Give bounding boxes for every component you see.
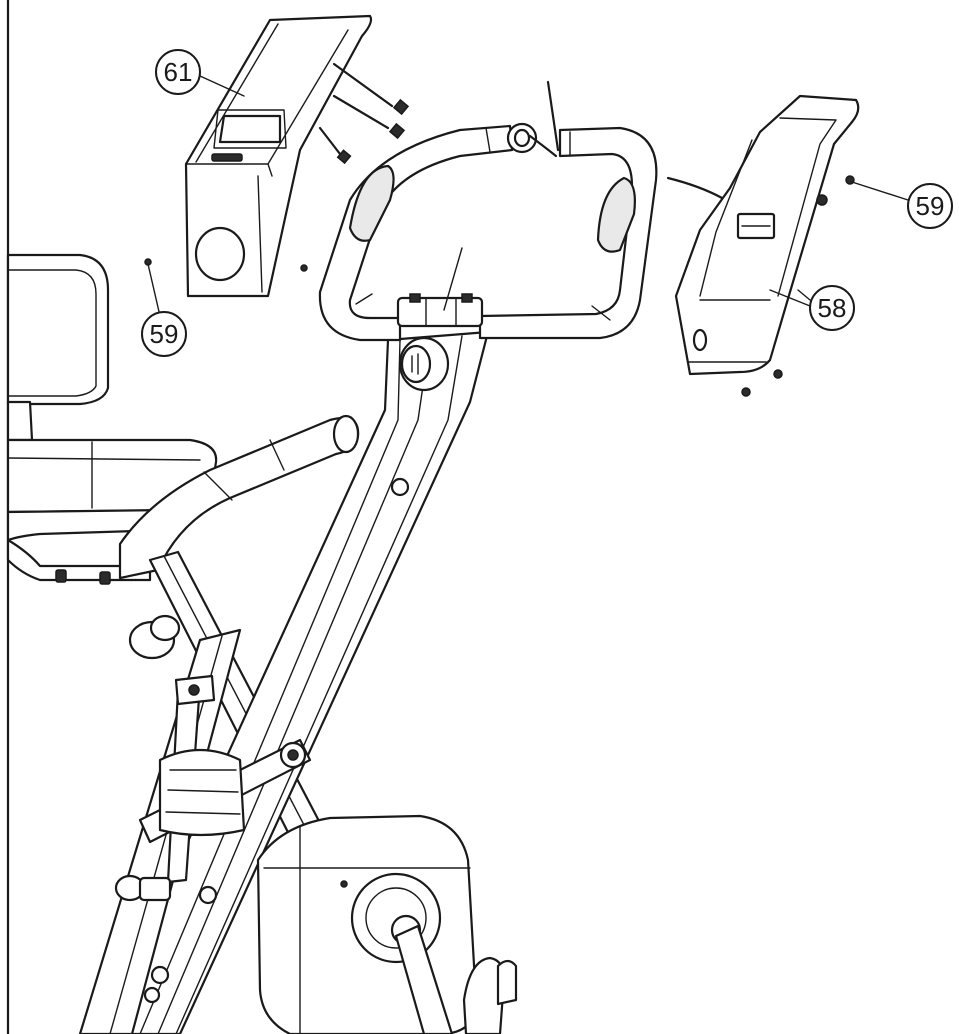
callout-59-left: 59 — [141, 311, 187, 357]
backrest-post — [6, 400, 34, 442]
callout-59-left-label: 59 — [150, 319, 179, 349]
adjustment-linkage — [114, 614, 246, 902]
seat-bolt — [55, 569, 67, 583]
sensor-wire — [546, 80, 560, 152]
crank-arm — [394, 924, 454, 1034]
callout-58-label: 58 — [818, 293, 847, 323]
backrest — [6, 253, 110, 406]
console-opening — [194, 226, 246, 282]
console-button — [211, 153, 243, 162]
flywheel-housing — [256, 814, 518, 1034]
pulse-sensor-left — [348, 164, 395, 242]
crank-hub — [350, 872, 442, 964]
callout-58: 58 — [809, 285, 855, 331]
seat-bolt — [99, 571, 111, 585]
callout-61-label: 61 — [164, 57, 193, 87]
callout-59-right-label: 59 — [916, 191, 945, 221]
callout-61: 61 — [155, 49, 201, 95]
pulse-sensor-right — [596, 176, 636, 253]
handlebar-clamp — [396, 296, 484, 328]
console-display-window — [218, 114, 282, 144]
callout-leaders — [147, 75, 909, 317]
callout-59-right: 59 — [907, 183, 953, 229]
console-cover-part — [144, 14, 410, 298]
rear-cover-part — [674, 94, 860, 397]
rear-handlebar — [118, 414, 360, 580]
seat-assembly — [6, 253, 218, 585]
front-handlebar — [318, 80, 744, 392]
